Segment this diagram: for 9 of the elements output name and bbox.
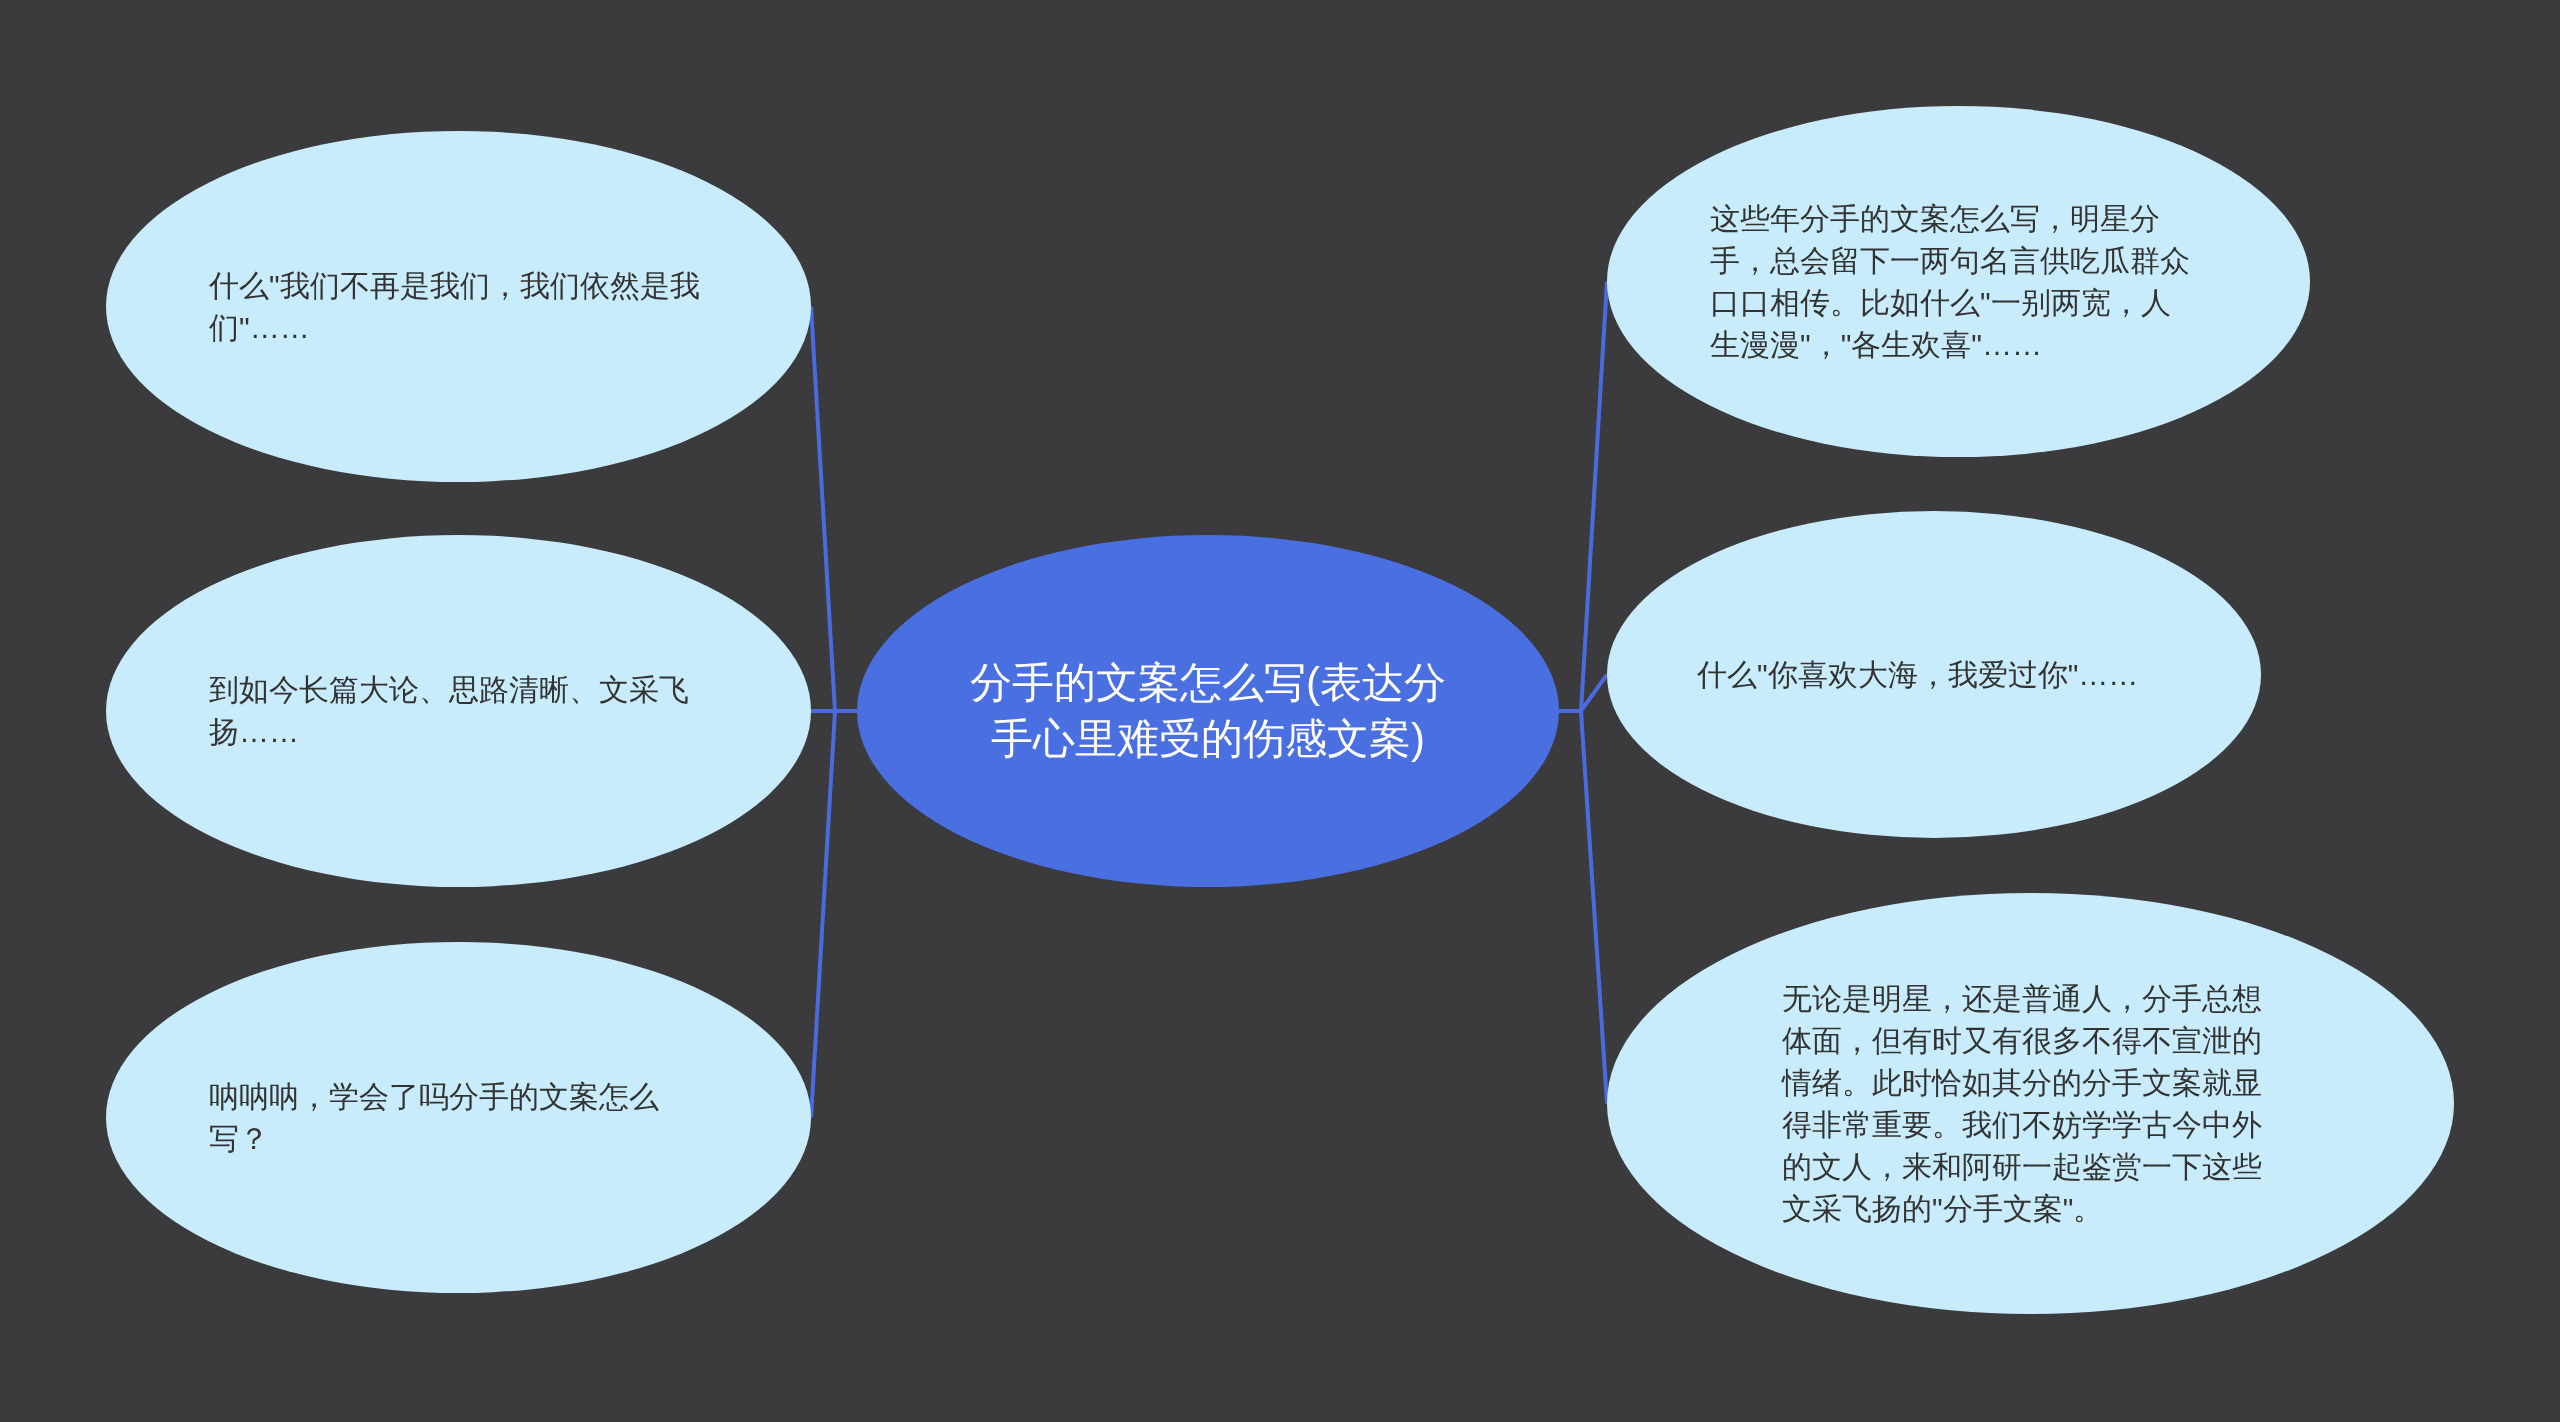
connector-line xyxy=(1559,709,1609,1104)
topic-text: 什么"你喜欢大海，我爱过你"…… xyxy=(1697,656,2140,693)
topic-text: 无论是明星，还是普通人，分手总想体面，但有时又有很多不得不宣泄的情绪。此时恰如其分的分手文案就显得非常重要。我们不妨学学古今中外的文人，来和阿研一起鉴赏一下这些文采飞扬的"分手文案"。 xyxy=(1782,980,2263,1227)
topic-text: 呐呐呐，学会了吗分手的文案怎么写？ xyxy=(209,1078,660,1157)
topic-text: 到如今长篇大论、思路清晰、文采飞扬…… xyxy=(209,672,690,750)
topic-text: 这些年分手的文案怎么写，明星分手，总会留下一两句名言供吃瓜群众口口相传。比如什么"一别两宽，人生漫漫"，"各生欢喜"…… xyxy=(1710,200,2191,363)
topic-text: 分手的文案怎么写(表达分手心里难受的伤感文案) xyxy=(969,658,1447,764)
connector-line xyxy=(809,709,857,1118)
topic-text: 什么"我们不再是我们，我们依然是我们"…… xyxy=(209,267,701,346)
